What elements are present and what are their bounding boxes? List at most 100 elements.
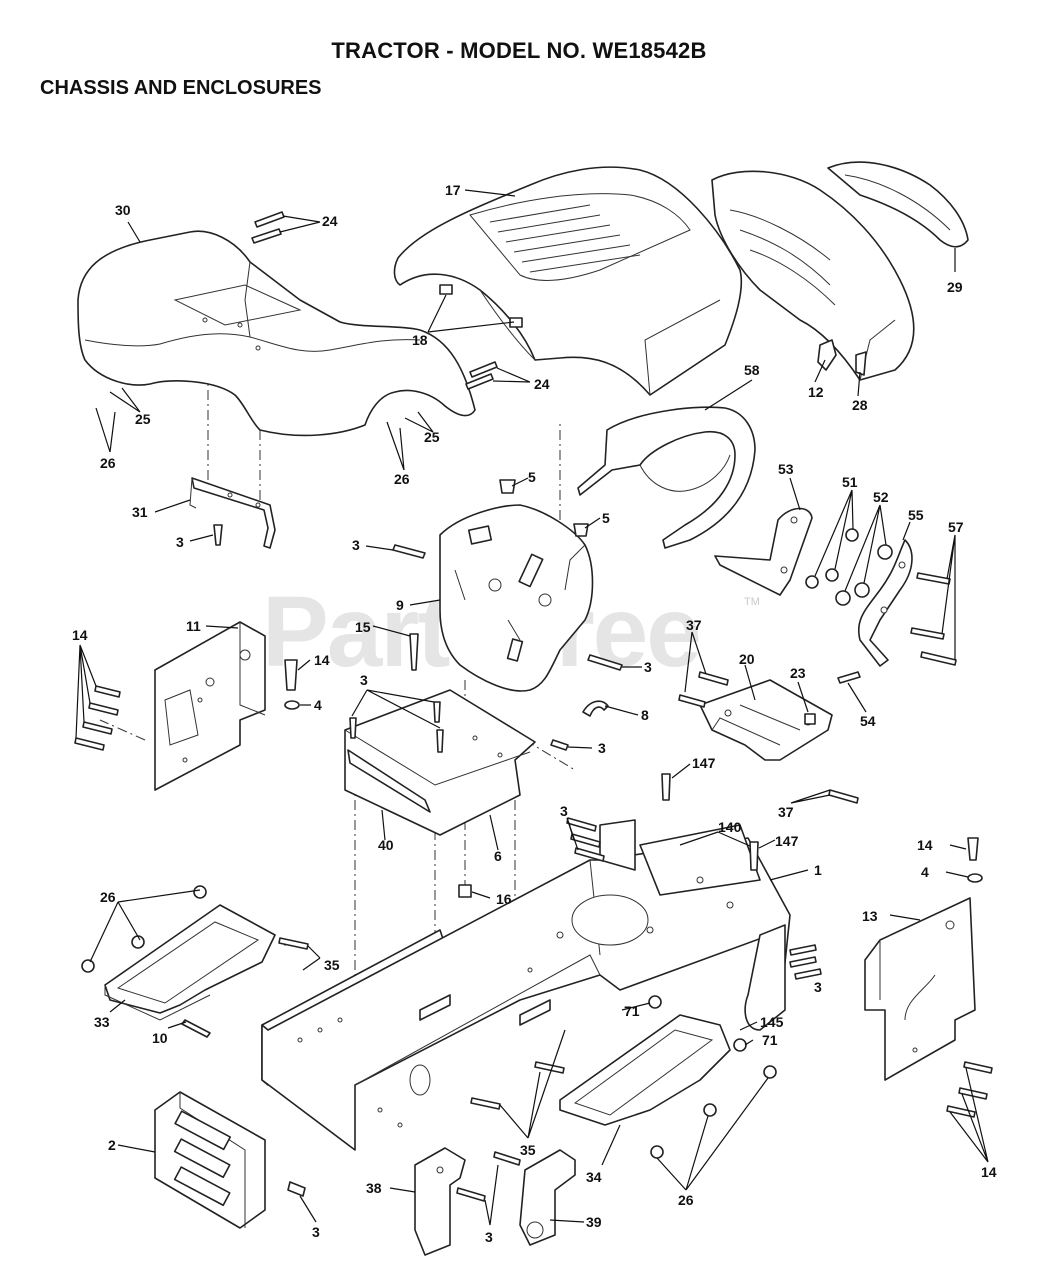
part-bracket-39 <box>519 1149 576 1246</box>
section-title: CHASSIS AND ENCLOSURES <box>40 77 322 99</box>
part-nose-cap <box>827 161 969 248</box>
part-71-a <box>648 995 662 1009</box>
callout-37-bottom: 37 <box>778 804 794 820</box>
part-bracket-31 <box>189 477 276 549</box>
callout-35-bottom: 35 <box>520 1142 536 1158</box>
part-floor-plate <box>344 689 536 836</box>
callout-25-right: 25 <box>424 429 440 445</box>
part-dash-panel <box>439 504 594 692</box>
bolts-3-plate <box>349 701 569 753</box>
callout-3-bottom: 3 <box>485 1229 493 1245</box>
callout-14-right: 14 <box>917 837 933 853</box>
callout-35-left: 35 <box>324 957 340 973</box>
part-bracket-55 <box>858 539 913 667</box>
callout-39: 39 <box>586 1214 602 1230</box>
part-front-plate <box>154 1091 266 1229</box>
callout-5-right: 5 <box>602 510 610 526</box>
bolt-54 <box>837 671 861 684</box>
callout-3-frame: 3 <box>560 803 568 819</box>
bolts-3-frame <box>566 817 822 980</box>
callout-9: 9 <box>396 597 404 613</box>
nut-16 <box>458 884 472 898</box>
bolts-14-left <box>74 685 121 751</box>
callout-5-top: 5 <box>528 469 536 485</box>
bolt-35-left <box>278 937 309 950</box>
hardware-51-52 <box>805 528 893 606</box>
callout-57: 57 <box>948 519 964 535</box>
callout-3-frame-right: 3 <box>814 979 822 995</box>
callout-140: 140 <box>718 819 742 835</box>
part-belt-shield <box>577 406 756 549</box>
callout-37-top: 37 <box>686 617 702 633</box>
callout-28: 28 <box>852 397 868 413</box>
callout-15: 15 <box>355 619 371 635</box>
callout-16: 16 <box>496 891 512 907</box>
bolt-10 <box>181 1019 211 1038</box>
callout-14-left: 14 <box>72 627 88 643</box>
callout-3-dash: 3 <box>352 537 360 553</box>
callout-53: 53 <box>778 461 794 477</box>
callout-20: 20 <box>739 651 755 667</box>
callout-8: 8 <box>641 707 649 723</box>
callout-13: 13 <box>862 908 878 924</box>
part-fender <box>77 230 476 437</box>
bolts-24-top <box>251 211 498 390</box>
callout-58: 58 <box>744 362 760 378</box>
bolt-147-a <box>661 773 671 801</box>
clip-8 <box>582 700 609 717</box>
callout-52: 52 <box>873 489 889 505</box>
callout-4-mid: 4 <box>314 697 322 713</box>
callout-23: 23 <box>790 665 806 681</box>
part-grille-housing <box>711 170 915 381</box>
part-71-b <box>733 1038 747 1052</box>
callout-26-right: 26 <box>394 471 410 487</box>
part-bracket-38 <box>414 1147 466 1256</box>
bolt-35-mid <box>534 1061 565 1074</box>
callout-55: 55 <box>908 507 924 523</box>
callout-3-front: 3 <box>312 1224 320 1240</box>
callout-leaders <box>75 189 989 1226</box>
callout-labels: 30 24 17 29 18 24 12 28 58 25 26 25 26 5… <box>72 182 997 1245</box>
bolt-3-a <box>213 524 223 546</box>
bolts-37 <box>678 671 859 804</box>
callout-25-left: 25 <box>135 411 151 427</box>
callout-2: 2 <box>108 1137 116 1153</box>
callout-3-bracket: 3 <box>176 534 184 550</box>
page-title: TRACTOR - MODEL NO. WE18542B <box>331 38 707 63</box>
callout-31: 31 <box>132 504 148 520</box>
callout-71-right: 71 <box>762 1032 778 1048</box>
bolt-14-b <box>284 659 298 691</box>
part-hood <box>393 166 743 396</box>
bolts-57 <box>910 572 957 666</box>
callout-29: 29 <box>947 279 963 295</box>
watermark-trademark: TM <box>744 596 760 608</box>
washer-4-b <box>967 873 983 883</box>
callout-11: 11 <box>186 618 201 634</box>
callout-24-mid: 24 <box>534 376 550 392</box>
callout-24-top: 24 <box>322 213 338 229</box>
callout-34: 34 <box>586 1169 602 1185</box>
callout-147-mid: 147 <box>775 833 799 849</box>
part-side-panel-right <box>864 897 976 1081</box>
callout-54: 54 <box>860 713 876 729</box>
callout-1: 1 <box>814 862 822 878</box>
callout-26-foot-right: 26 <box>678 1192 694 1208</box>
bolts-dash <box>392 479 623 671</box>
bolts-14-right <box>946 1061 993 1118</box>
nuts-26-left <box>81 885 207 973</box>
callout-14-mid: 14 <box>314 652 330 668</box>
callout-71-left: 71 <box>624 1003 640 1019</box>
callout-10: 10 <box>152 1030 168 1046</box>
callout-6: 6 <box>494 848 502 864</box>
bolt-3-front <box>287 1181 306 1197</box>
part-steering-bracket <box>714 507 813 596</box>
callout-147-top: 147 <box>692 755 716 771</box>
callout-40: 40 <box>378 837 394 853</box>
callout-30: 30 <box>115 202 131 218</box>
bolts-3-bottom <box>456 1151 521 1202</box>
part-footrest-right <box>559 1014 731 1126</box>
callout-3-plate: 3 <box>360 672 368 688</box>
bolt-147-b <box>749 841 759 871</box>
callout-145: 145 <box>760 1014 784 1030</box>
